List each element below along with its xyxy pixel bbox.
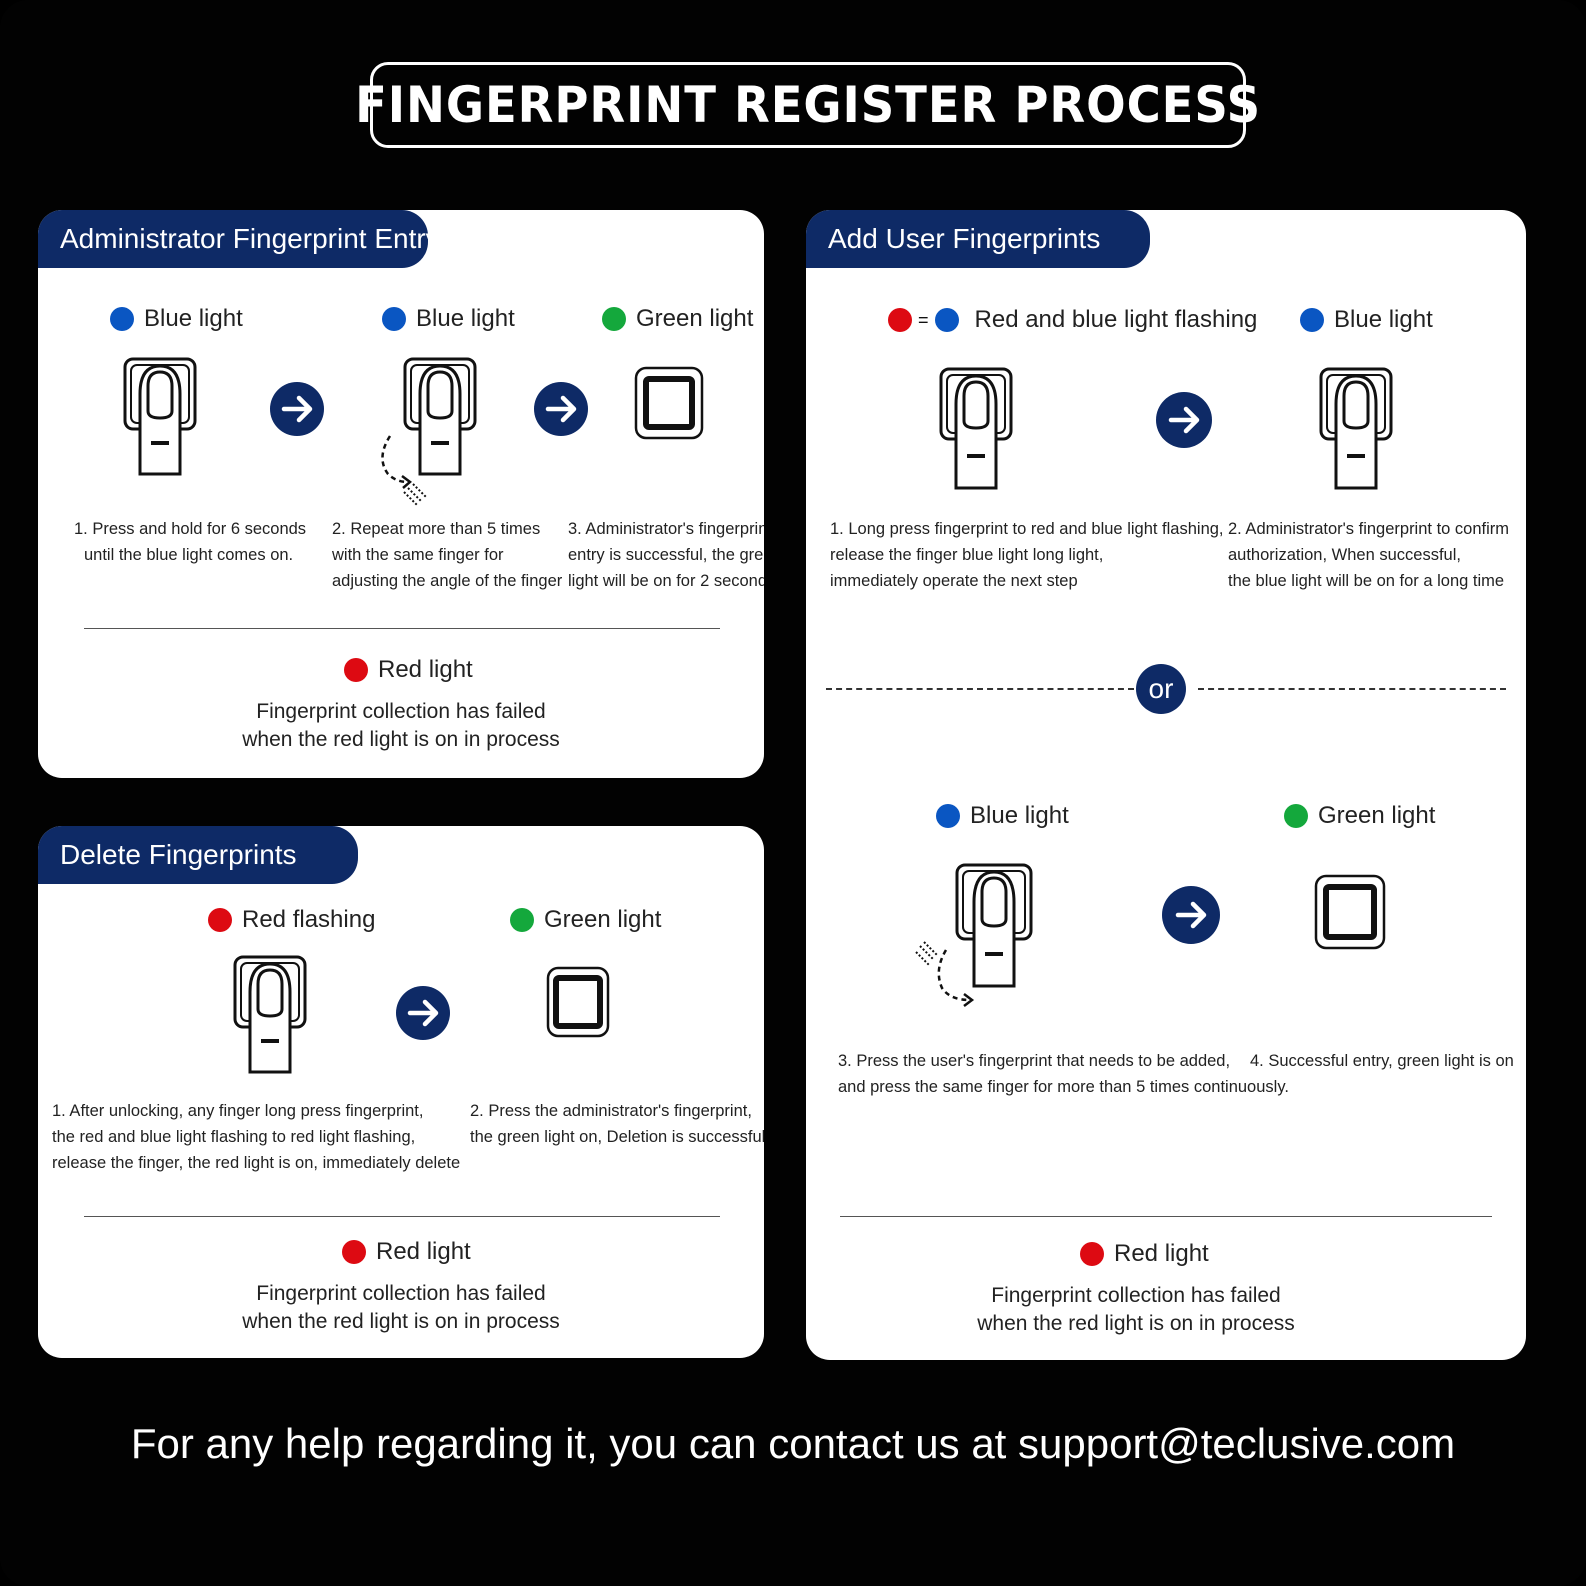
blue-dot-icon	[936, 804, 960, 828]
red-dot-icon	[888, 308, 912, 332]
fingerprint-sensor-icon	[233, 955, 307, 1074]
fingerprint-sensor-icon	[955, 863, 1033, 988]
fingerprint-sensor-icon	[123, 357, 197, 476]
green-dot-icon	[602, 307, 626, 331]
green-dot-icon	[1284, 804, 1308, 828]
arrow-right-icon	[1156, 392, 1212, 448]
rotate-finger-motion-icon	[381, 435, 428, 507]
green-dot-icon	[510, 908, 534, 932]
red-dot-icon	[208, 908, 232, 932]
add-user-tab: Add User Fingerprints	[806, 210, 1150, 268]
square-sensor-icon	[546, 966, 610, 1038]
add-user-card: Add User Fingerprints =Red and blue ligh…	[806, 210, 1526, 1360]
add-step3-desc: 3. Press the user's fingerprint that nee…	[838, 1052, 1289, 1096]
support-footer: For any help regarding it, you can conta…	[130, 1420, 1456, 1467]
admin-step2-light-label: Blue light	[382, 305, 515, 333]
rotate-finger-motion-icon	[915, 941, 975, 1007]
add-step4-light-label: Green light	[1284, 802, 1435, 830]
add-fail-light-label: Red light	[1080, 1240, 1209, 1268]
delete-fingerprints-card: Delete Fingerprints Red flashing Green l…	[38, 826, 764, 1358]
admin-entry-heading: Administrator Fingerprint Entry	[60, 223, 440, 254]
title-banner: FINGERPRINT REGISTER PROCESS	[355, 62, 1260, 148]
fingerprint-sensor-icon	[403, 357, 477, 476]
red-dot-icon	[344, 658, 368, 682]
admin-entry-tab: Administrator Fingerprint Entry	[38, 210, 440, 268]
delete-step2-desc: 2. Press the administrator's fingerprint…	[470, 1102, 764, 1146]
divider	[84, 628, 720, 629]
divider	[84, 1216, 720, 1217]
page-title: FINGERPRINT REGISTER PROCESS	[355, 76, 1261, 134]
admin-step3-light-label: Green light	[602, 305, 753, 333]
dashed-divider	[826, 688, 1134, 690]
admin-fail-light-label: Red light	[344, 656, 473, 684]
square-sensor-icon	[1314, 874, 1386, 950]
arrow-right-icon	[270, 382, 324, 436]
admin-step1-light-label: Blue light	[110, 305, 243, 333]
fingerprint-sensor-icon	[939, 367, 1013, 490]
blue-dot-icon	[934, 308, 959, 332]
admin-entry-card: Administrator Fingerprint Entry Blue lig…	[38, 210, 764, 778]
arrow-right-icon	[396, 986, 450, 1040]
delete-fingerprints-tab: Delete Fingerprints	[38, 826, 358, 884]
add-user-heading: Add User Fingerprints	[828, 223, 1101, 254]
add-step4-desc: 4. Successful entry, green light is on	[1250, 1052, 1514, 1070]
delete-fail-light-label: Red light	[342, 1238, 471, 1266]
add-step2-light-label: Blue light	[1300, 306, 1433, 334]
add-step1-light-label: =Red and blue light flashing	[888, 306, 1257, 334]
add-step2-desc: 2. Administrator's fingerprint to confir…	[1228, 520, 1510, 590]
red-dot-icon	[1080, 1242, 1104, 1266]
or-badge: or	[1136, 664, 1186, 714]
arrow-right-icon	[534, 382, 588, 436]
divider	[840, 1216, 1492, 1217]
blue-dot-icon	[382, 307, 406, 331]
red-dot-icon	[342, 1240, 366, 1264]
delete-step1-desc: 1. After unlocking, any finger long pres…	[52, 1102, 461, 1172]
blue-dot-icon	[110, 307, 134, 331]
arrow-right-icon	[1162, 886, 1220, 944]
add-step1-desc: 1. Long press fingerprint to red and blu…	[830, 520, 1224, 590]
blue-dot-icon	[1300, 308, 1324, 332]
fingerprint-sensor-icon	[1319, 367, 1393, 490]
delete-heading: Delete Fingerprints	[60, 839, 297, 870]
dashed-divider	[1198, 688, 1506, 690]
delete-step1-light-label: Red flashing	[208, 906, 375, 934]
square-sensor-icon	[634, 366, 704, 440]
delete-step2-light-label: Green light	[510, 906, 661, 934]
add-step3-light-label: Blue light	[936, 802, 1069, 830]
